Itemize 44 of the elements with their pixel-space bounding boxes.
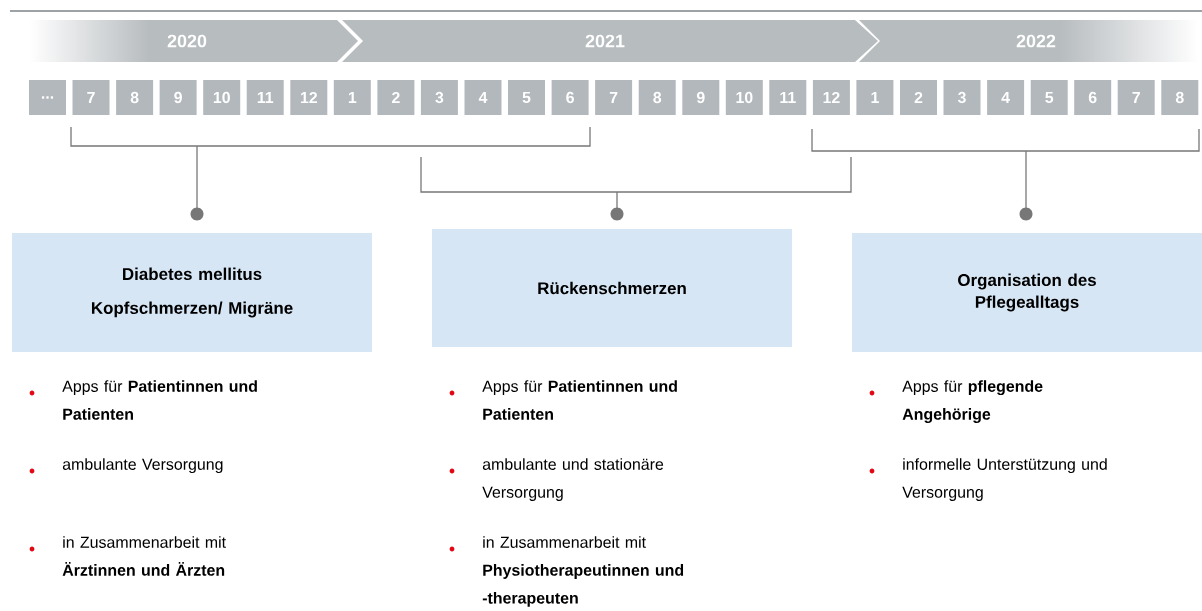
month-box: 1 [333, 80, 371, 115]
month-box: 4 [464, 80, 502, 115]
bullet-item: Apps für pflegende Angehörige [869, 380, 1043, 423]
month-box: 3 [420, 80, 458, 115]
bullet-item: Apps für Patientinnen und Patienten [29, 380, 257, 420]
topic-box: Organisation des Pflegealltags [852, 233, 1202, 352]
month-box: 8 [1161, 80, 1199, 115]
year-band: 2022 [859, 20, 1199, 62]
month-box: 7 [72, 80, 110, 115]
month-box: 6 [1074, 80, 1112, 115]
month-box: 10 [725, 80, 763, 115]
bullet-item: Apps für Patientinnen und Patienten [449, 380, 677, 420]
month-box: 1 [856, 80, 894, 115]
topic-box: Diabetes mellitus Kopfschmerzen/ Migräne [12, 233, 372, 352]
month-box: 8 [638, 80, 676, 115]
month-box: 11 [246, 80, 284, 115]
month-box: 9 [159, 80, 197, 115]
month-box: 5 [508, 80, 545, 115]
bullet-item: informelle Unterstützung und Versorgung [869, 458, 1107, 501]
bullet-item: ambulante Versorgung [29, 458, 223, 474]
year-band: 2020 [30, 20, 358, 62]
month-box: 3 [943, 80, 981, 115]
topic-box: Rückenschmerzen [432, 229, 792, 347]
month-box: 10 [203, 80, 241, 115]
month-box: 4 [987, 80, 1025, 115]
month-box: 2 [900, 80, 937, 115]
month-box: 12 [290, 80, 328, 115]
month-box: 7 [1117, 80, 1155, 115]
node-label: 2020 [167, 34, 207, 48]
bullet-item: in Zusammenarbeit mit Ärztinnen und Ärzten [29, 536, 226, 576]
month-box: 12 [812, 80, 850, 115]
month-box: 9 [682, 80, 720, 115]
month-box: 2 [377, 80, 415, 115]
year-band: 2021 [342, 20, 878, 62]
node-label: 2021 [585, 34, 625, 48]
month-box: 6 [551, 80, 589, 115]
month-box: 7 [595, 80, 633, 115]
node-label: 2022 [1016, 34, 1056, 48]
month-box: ... [29, 80, 66, 115]
bullet-item: ambulante und stationäre Versorgung [449, 458, 664, 501]
month-box: 5 [1030, 80, 1068, 115]
month-box: 8 [116, 80, 154, 115]
bullet-item: in Zusammenarbeit mit Physiotherapeutinnen und -therapeuten [449, 536, 684, 607]
month-box: 11 [769, 80, 807, 115]
